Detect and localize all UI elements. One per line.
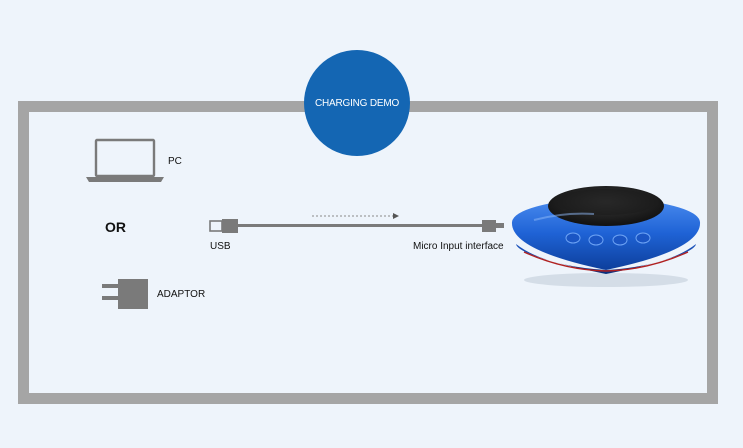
pc-label: PC xyxy=(168,156,182,167)
speaker-device xyxy=(511,186,701,287)
adaptor-label: ADAPTOR xyxy=(157,289,206,300)
micro-input-label: Micro Input interface xyxy=(413,241,504,252)
power-adapter-icon xyxy=(102,279,148,309)
badge-title: CHARGING DEMO xyxy=(314,97,400,109)
direction-arrow xyxy=(312,213,399,219)
or-label: OR xyxy=(105,219,126,235)
charging-demo-badge: CHARGING DEMO xyxy=(304,50,410,156)
usb-label: USB xyxy=(210,241,231,252)
usb-cable-icon xyxy=(209,219,504,233)
laptop-icon xyxy=(86,138,164,182)
